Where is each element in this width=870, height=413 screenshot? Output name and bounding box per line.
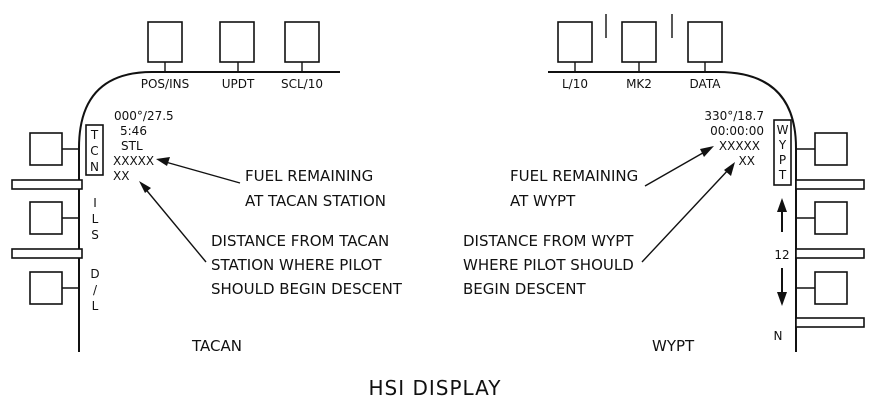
dl-letter-l: L: [92, 299, 99, 313]
wypt-fuel-remaining: XXXXX: [719, 139, 760, 153]
left-side-button-1[interactable]: [29, 132, 63, 166]
left-panel: POS/INS UPDT SCL/10 T C N I L S D / L 00…: [11, 21, 403, 355]
tcn-box: [85, 124, 104, 176]
tacan-fuel-callout-line1: FUEL REMAINING: [245, 167, 373, 185]
waypoint-stepper[interactable]: 12: [774, 198, 790, 306]
wypt-descent-distance: XX: [739, 154, 755, 168]
wypt-fuel-callout-line2: AT WYPT: [510, 192, 576, 210]
tacan-fuel-remaining: XXXXX: [113, 154, 154, 168]
dl-letter-slash: /: [93, 283, 98, 297]
wypt-letter-y: Y: [778, 138, 787, 152]
tacan-bearing-range: 000°/27.5: [114, 109, 174, 123]
wypt-letter-p: P: [779, 153, 786, 167]
left-side-button-3[interactable]: [29, 271, 63, 305]
wypt-bearing-range: 330°/18.7: [704, 109, 764, 123]
wypt-distance-callout-line2: WHERE PILOT SHOULD: [463, 256, 634, 274]
data-button[interactable]: [687, 21, 723, 63]
updt-label: UPDT: [222, 77, 255, 91]
tcn-letter-t: T: [90, 128, 99, 142]
arrow-up-icon[interactable]: [777, 198, 787, 212]
ils-letter-l: L: [92, 212, 99, 226]
tacan-stl: STL: [121, 139, 143, 153]
wypt-panel-label: WYPT: [652, 337, 695, 355]
right-side-button-3[interactable]: [814, 271, 848, 305]
mk2-label: MK2: [626, 77, 652, 91]
north-label: N: [774, 329, 783, 343]
ils-letter-s: S: [91, 228, 99, 242]
l10-label: L/10: [562, 77, 588, 91]
tacan-distance-callout-line2: STATION WHERE PILOT: [211, 256, 382, 274]
ils-letter-i: I: [93, 196, 97, 210]
tcn-letter-c: C: [90, 144, 98, 158]
left-bezel: [78, 71, 340, 352]
tacan-descent-distance: XX: [113, 169, 129, 183]
pos-ins-button[interactable]: [147, 21, 183, 63]
mk2-button[interactable]: [621, 21, 657, 63]
wypt-fuel-callout-line1: FUEL REMAINING: [510, 167, 638, 185]
left-side-button-2[interactable]: [29, 201, 63, 235]
wypt-box: [773, 119, 792, 186]
wypt-distance-callout-line1: DISTANCE FROM WYPT: [463, 232, 634, 250]
tcn-letter-n: N: [90, 160, 99, 174]
updt-button[interactable]: [219, 21, 255, 63]
arrow-down-icon[interactable]: [777, 292, 787, 306]
wypt-time: 00:00:00: [710, 124, 764, 138]
diagram-title: HSI DISPLAY: [369, 376, 502, 400]
pos-ins-label: POS/INS: [141, 77, 189, 91]
right-panel: L/10 MK2 DATA W Y P T 12 N 330°/18.7 00:…: [463, 14, 865, 355]
scl-label: SCL/10: [281, 77, 323, 91]
l10-button[interactable]: [557, 21, 593, 63]
scl-button[interactable]: [284, 21, 320, 63]
dl-letter-d: D: [90, 267, 99, 281]
right-bezel: [548, 71, 797, 352]
tacan-distance-callout-line3: SHOULD BEGIN DESCENT: [211, 280, 403, 298]
right-side-button-1[interactable]: [814, 132, 848, 166]
wypt-letter-t: T: [778, 168, 787, 182]
tacan-time: 5:46: [120, 124, 147, 138]
right-side-button-2[interactable]: [814, 201, 848, 235]
wypt-distance-callout-line3: BEGIN DESCENT: [463, 280, 587, 298]
data-label: DATA: [690, 77, 722, 91]
wypt-letter-w: W: [777, 123, 789, 137]
waypoint-number: 12: [774, 248, 789, 262]
tacan-fuel-callout-line2: AT TACAN STATION: [245, 192, 386, 210]
tacan-panel-label: TACAN: [191, 337, 242, 355]
tacan-distance-callout-line1: DISTANCE FROM TACAN: [211, 232, 389, 250]
